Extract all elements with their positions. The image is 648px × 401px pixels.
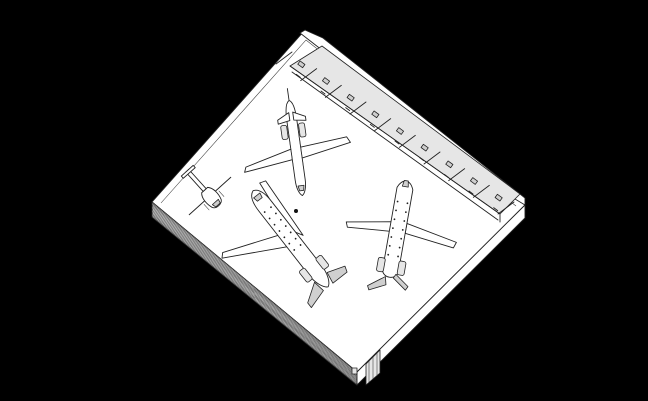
door-panel-line bbox=[151, 208, 358, 379]
jet-center-window bbox=[293, 249, 296, 251]
office-window bbox=[369, 123, 375, 128]
jet-center-window bbox=[268, 217, 271, 220]
office-window bbox=[295, 73, 301, 78]
door-panel-line bbox=[151, 212, 358, 382]
jet-right-window bbox=[406, 202, 409, 205]
jet-center-window bbox=[275, 212, 277, 215]
office-window bbox=[345, 107, 351, 112]
door-panel-line bbox=[151, 201, 358, 373]
office-furniture bbox=[420, 143, 429, 152]
office-furniture bbox=[346, 93, 355, 102]
jet-center-window bbox=[284, 225, 287, 227]
hangar-door-panels bbox=[151, 201, 358, 386]
jet-center-window bbox=[299, 244, 302, 246]
jet-right-window bbox=[392, 227, 394, 230]
jet-center-window bbox=[279, 218, 282, 221]
jet-center-window bbox=[288, 242, 291, 245]
jet-right-window bbox=[404, 211, 407, 214]
office-partition bbox=[275, 51, 293, 65]
jet-center-window bbox=[294, 237, 297, 240]
door-panel-line bbox=[151, 215, 358, 385]
office-partition bbox=[300, 68, 318, 82]
jet-center bbox=[221, 180, 348, 308]
door-panel-line bbox=[151, 211, 358, 381]
door-panel-line bbox=[151, 207, 358, 377]
jet-center-window bbox=[283, 236, 286, 239]
door-panel-line bbox=[151, 204, 358, 375]
office-furniture bbox=[445, 160, 454, 169]
door-panel-line bbox=[151, 209, 358, 380]
jet-right-window bbox=[401, 228, 404, 231]
jet-center-fuselage bbox=[251, 189, 330, 288]
door-panel-line bbox=[151, 214, 358, 383]
jet-right-window bbox=[387, 253, 390, 256]
jet-right-window bbox=[388, 244, 391, 247]
jet-center-tail bbox=[307, 265, 348, 308]
office-furniture bbox=[469, 177, 479, 185]
hangar-side-wall bbox=[356, 204, 526, 386]
jet-right-window bbox=[400, 237, 403, 240]
floor-marker bbox=[294, 209, 298, 213]
jet-right bbox=[345, 179, 457, 291]
door-panel-line bbox=[151, 203, 358, 374]
office-furniture bbox=[395, 127, 405, 135]
jet-right-window bbox=[396, 200, 399, 203]
jet-right-window bbox=[403, 220, 406, 222]
office-window bbox=[394, 140, 400, 145]
office-block bbox=[275, 29, 526, 223]
jet-right-window bbox=[395, 209, 397, 212]
jet-right-window bbox=[393, 218, 396, 221]
helicopter bbox=[180, 164, 232, 216]
jet-right-tail bbox=[367, 273, 409, 291]
jet-right-window bbox=[398, 246, 401, 249]
office-rooms bbox=[275, 51, 515, 215]
jet-center-window bbox=[270, 206, 272, 209]
office-furniture bbox=[321, 77, 331, 85]
office-furniture bbox=[371, 110, 380, 119]
office-window bbox=[493, 207, 499, 212]
door-panel-line bbox=[151, 205, 358, 376]
office-furniture bbox=[297, 60, 306, 69]
office-partition bbox=[472, 184, 490, 198]
office-partition bbox=[448, 168, 466, 182]
jet-center-window bbox=[263, 211, 266, 213]
office-window bbox=[468, 190, 474, 195]
office-furniture bbox=[494, 193, 503, 202]
jet-center-window bbox=[289, 231, 292, 234]
office-partition bbox=[324, 84, 342, 98]
office-partition bbox=[497, 201, 515, 215]
jet-top-tailplane bbox=[277, 111, 307, 125]
personnel-door bbox=[351, 349, 381, 386]
office-window bbox=[320, 90, 326, 95]
jet-center-window bbox=[278, 230, 281, 232]
jet-right-window bbox=[390, 236, 393, 238]
jet-center-window bbox=[273, 223, 276, 226]
door-panel-line bbox=[151, 216, 358, 386]
office-partition bbox=[349, 101, 367, 115]
jet-top bbox=[244, 88, 351, 197]
office-partition bbox=[374, 118, 392, 132]
jet-right-window bbox=[397, 255, 399, 258]
